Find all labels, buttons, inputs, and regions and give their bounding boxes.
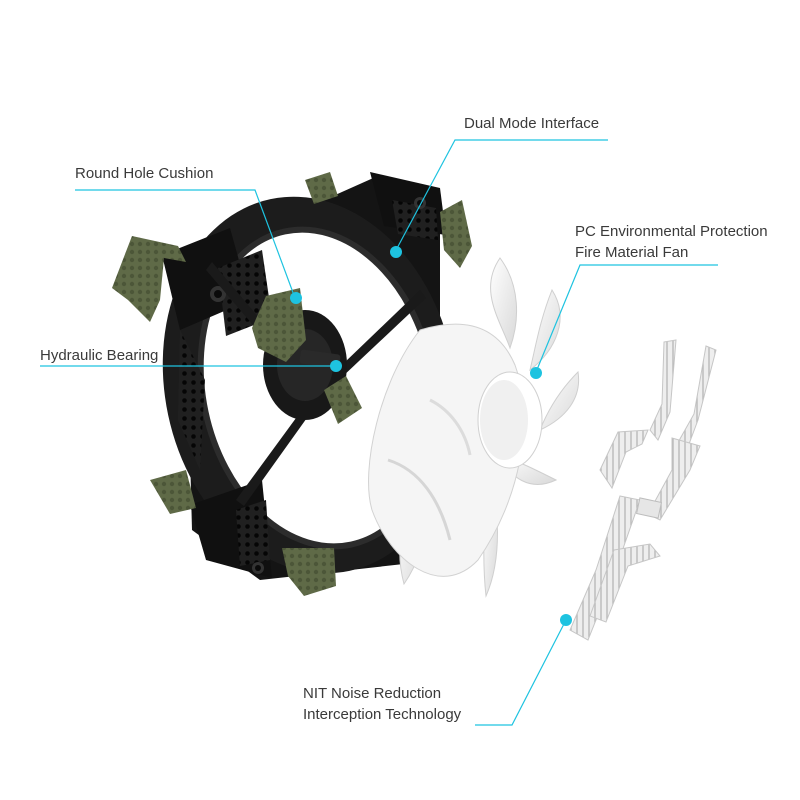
label-nit-noise: NIT Noise Reduction Interception Technol… xyxy=(303,683,461,725)
fan-impeller xyxy=(368,257,580,598)
dot-hydraulic-bearing xyxy=(330,360,342,372)
label-pc-fire-material: PC Environmental Protection Fire Materia… xyxy=(575,221,768,263)
rubber-cushions xyxy=(112,172,472,596)
pc-fire-material-line2: Fire Material Fan xyxy=(575,244,689,261)
leader-round-hole-cushion xyxy=(75,189,296,299)
callout-lines xyxy=(40,139,718,726)
dot-pc-fire-material xyxy=(530,367,542,379)
label-round-hole-cushion: Round Hole Cushion xyxy=(75,163,213,184)
leader-dual-mode-interface xyxy=(394,139,608,253)
hydraulic-bearing-text: Hydraulic Bearing xyxy=(40,347,159,364)
round-hole-cushion-text: Round Hole Cushion xyxy=(75,165,214,182)
leader-pc-fire-material xyxy=(535,264,718,373)
nit-blade-segments xyxy=(569,339,717,641)
dot-dual-mode-interface xyxy=(390,246,402,258)
dot-round-hole-cushion xyxy=(290,292,302,304)
dual-mode-interface-text: Dual Mode Interface xyxy=(464,115,600,132)
label-hydraulic-bearing: Hydraulic Bearing xyxy=(40,345,158,366)
label-dual-mode-interface: Dual Mode Interface xyxy=(464,113,599,134)
nit-noise-line2: Interception Technology xyxy=(303,706,462,723)
leader-nit-noise xyxy=(475,619,567,726)
callout-dots xyxy=(290,246,572,626)
nit-noise-line1: NIT Noise Reduction xyxy=(303,685,442,702)
pc-fire-material-line1: PC Environmental Protection xyxy=(575,223,768,240)
dot-nit-noise xyxy=(560,614,572,626)
